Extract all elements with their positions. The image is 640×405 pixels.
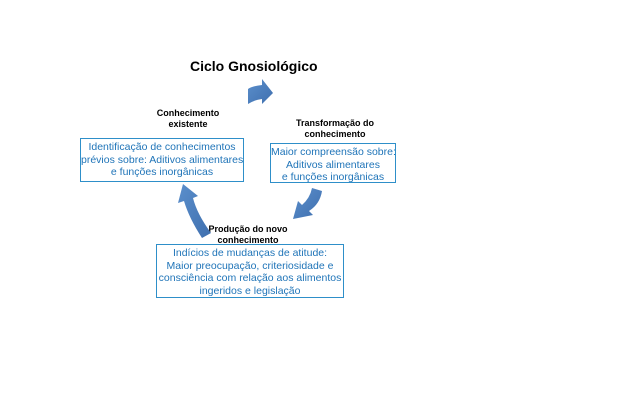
box-existing-line-3: e funções inorgânicas [110, 166, 214, 178]
label-production: Produção do novo conhecimento [198, 224, 298, 246]
label-production-line-2: conhecimento [217, 235, 279, 245]
label-existing: Conhecimento existente [143, 108, 233, 130]
box-transformation-line-1: Maior compreensão sobre: [271, 146, 396, 158]
arrow-down-left-icon [293, 188, 322, 219]
box-production: Indícios de mudanças de atitude: Maior p… [156, 244, 344, 298]
diagram-title: Ciclo Gnosiológico [190, 58, 318, 74]
label-production-line-1: Produção do novo [208, 224, 288, 234]
box-production-line-3: consciência com relação aos alimentos [158, 272, 342, 284]
box-existing: Identificação de conhecimentos prévios s… [80, 138, 244, 182]
label-existing-line-1: Conhecimento [156, 108, 220, 118]
arrow-up-icon [178, 184, 211, 238]
label-existing-line-2: existente [168, 119, 208, 129]
label-transformation-line-2: conhecimento [304, 129, 366, 139]
box-transformation: Maior compreensão sobre: Aditivos alimen… [270, 143, 396, 183]
arrow-top-right-icon [248, 79, 273, 104]
label-transformation-line-1: Transformação do [295, 118, 375, 128]
box-production-line-1: Indícios de mudanças de atitude: [172, 247, 328, 259]
box-existing-line-1: Identificação de conhecimentos [88, 141, 236, 153]
box-production-line-4: ingeridos e legislação [199, 284, 301, 297]
box-transformation-line-3: e funções inorgânicas [281, 171, 385, 183]
label-transformation: Transformação do conhecimento [285, 118, 385, 140]
box-transformation-line-2: Aditivos alimentares [286, 158, 380, 171]
box-existing-line-2: prévios sobre: Aditivos alimentares [81, 153, 244, 166]
box-production-line-2: Maior preocupação, criteriosidade e [166, 259, 334, 272]
